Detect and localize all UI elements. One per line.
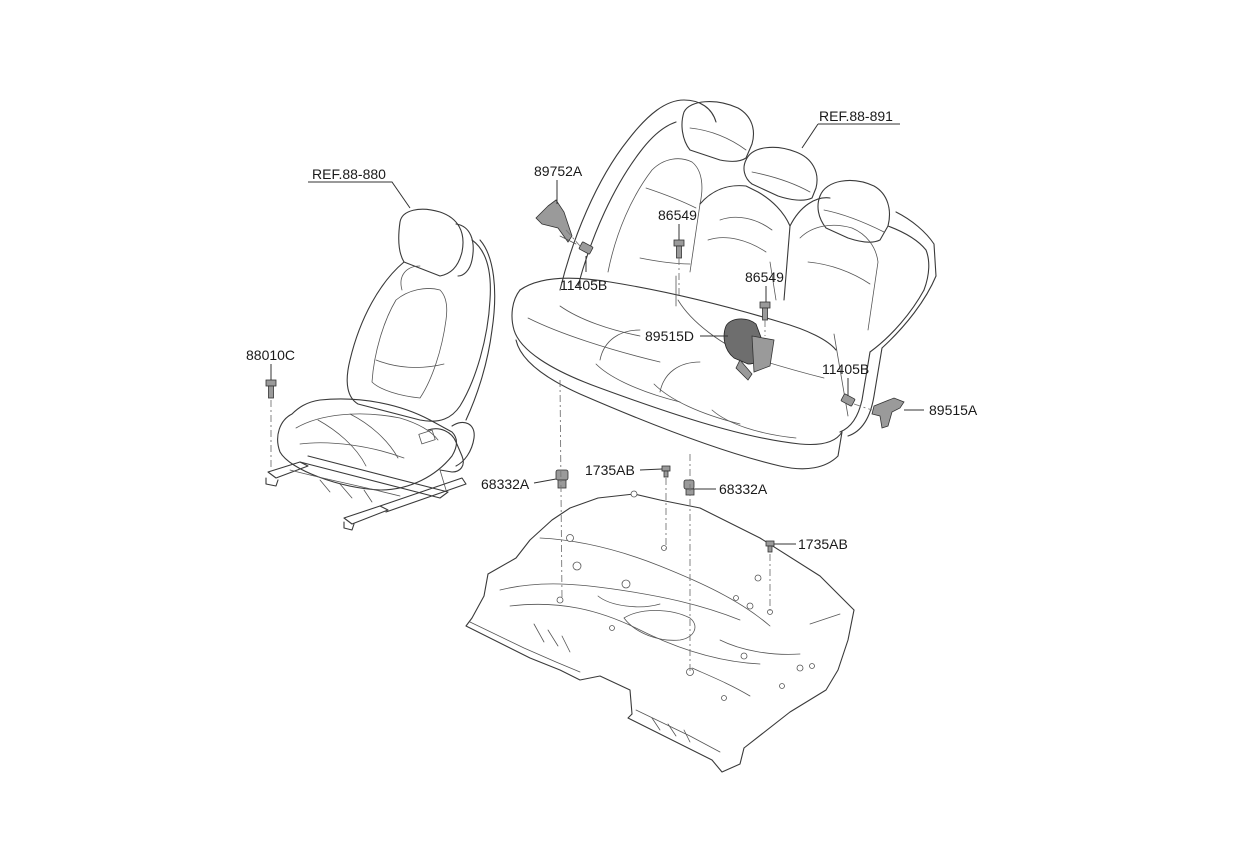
label-1735AB-upper: 1735AB (585, 462, 635, 478)
label-86549-upper: 86549 (658, 207, 697, 223)
label-68332A-left: 68332A (481, 476, 530, 492)
clip-68332A-right (683, 479, 695, 496)
front-seat (265, 208, 496, 531)
label-1735AB-lower: 1735AB (798, 536, 848, 552)
bolt-86549-middle (759, 301, 771, 321)
clip-1735AB-upper (661, 465, 671, 478)
rear-seat (511, 99, 937, 470)
label-88010C: 88010C (246, 347, 295, 363)
label-ref-front: REF.88-880 (312, 166, 386, 182)
assembly-lines (270, 229, 873, 672)
part-labels: REF.88-880 REF.88-891 89752A 86549 11405… (246, 108, 978, 552)
label-89752A: 89752A (534, 163, 583, 179)
bolt-88010C (265, 379, 277, 399)
bracket-89515A (871, 397, 905, 429)
leader-lines (270, 123, 924, 545)
label-ref-rear: REF.88-891 (819, 108, 893, 124)
bracket-89752A (535, 199, 573, 243)
label-89515A: 89515A (929, 402, 978, 418)
label-11405B-left: 11405B (560, 277, 607, 293)
floor-panel (465, 490, 855, 773)
label-68332A-right: 68332A (719, 481, 768, 497)
bolt-11405B-left (559, 235, 594, 255)
label-89515D: 89515D (645, 328, 694, 344)
bolt-86549-upper (673, 239, 685, 259)
clip-68332A-left (555, 469, 569, 489)
label-11405B-right: 11405B (822, 361, 869, 377)
bolt-11405B-right (840, 393, 856, 407)
label-86549-middle: 86549 (745, 269, 784, 285)
fasteners (265, 199, 905, 553)
